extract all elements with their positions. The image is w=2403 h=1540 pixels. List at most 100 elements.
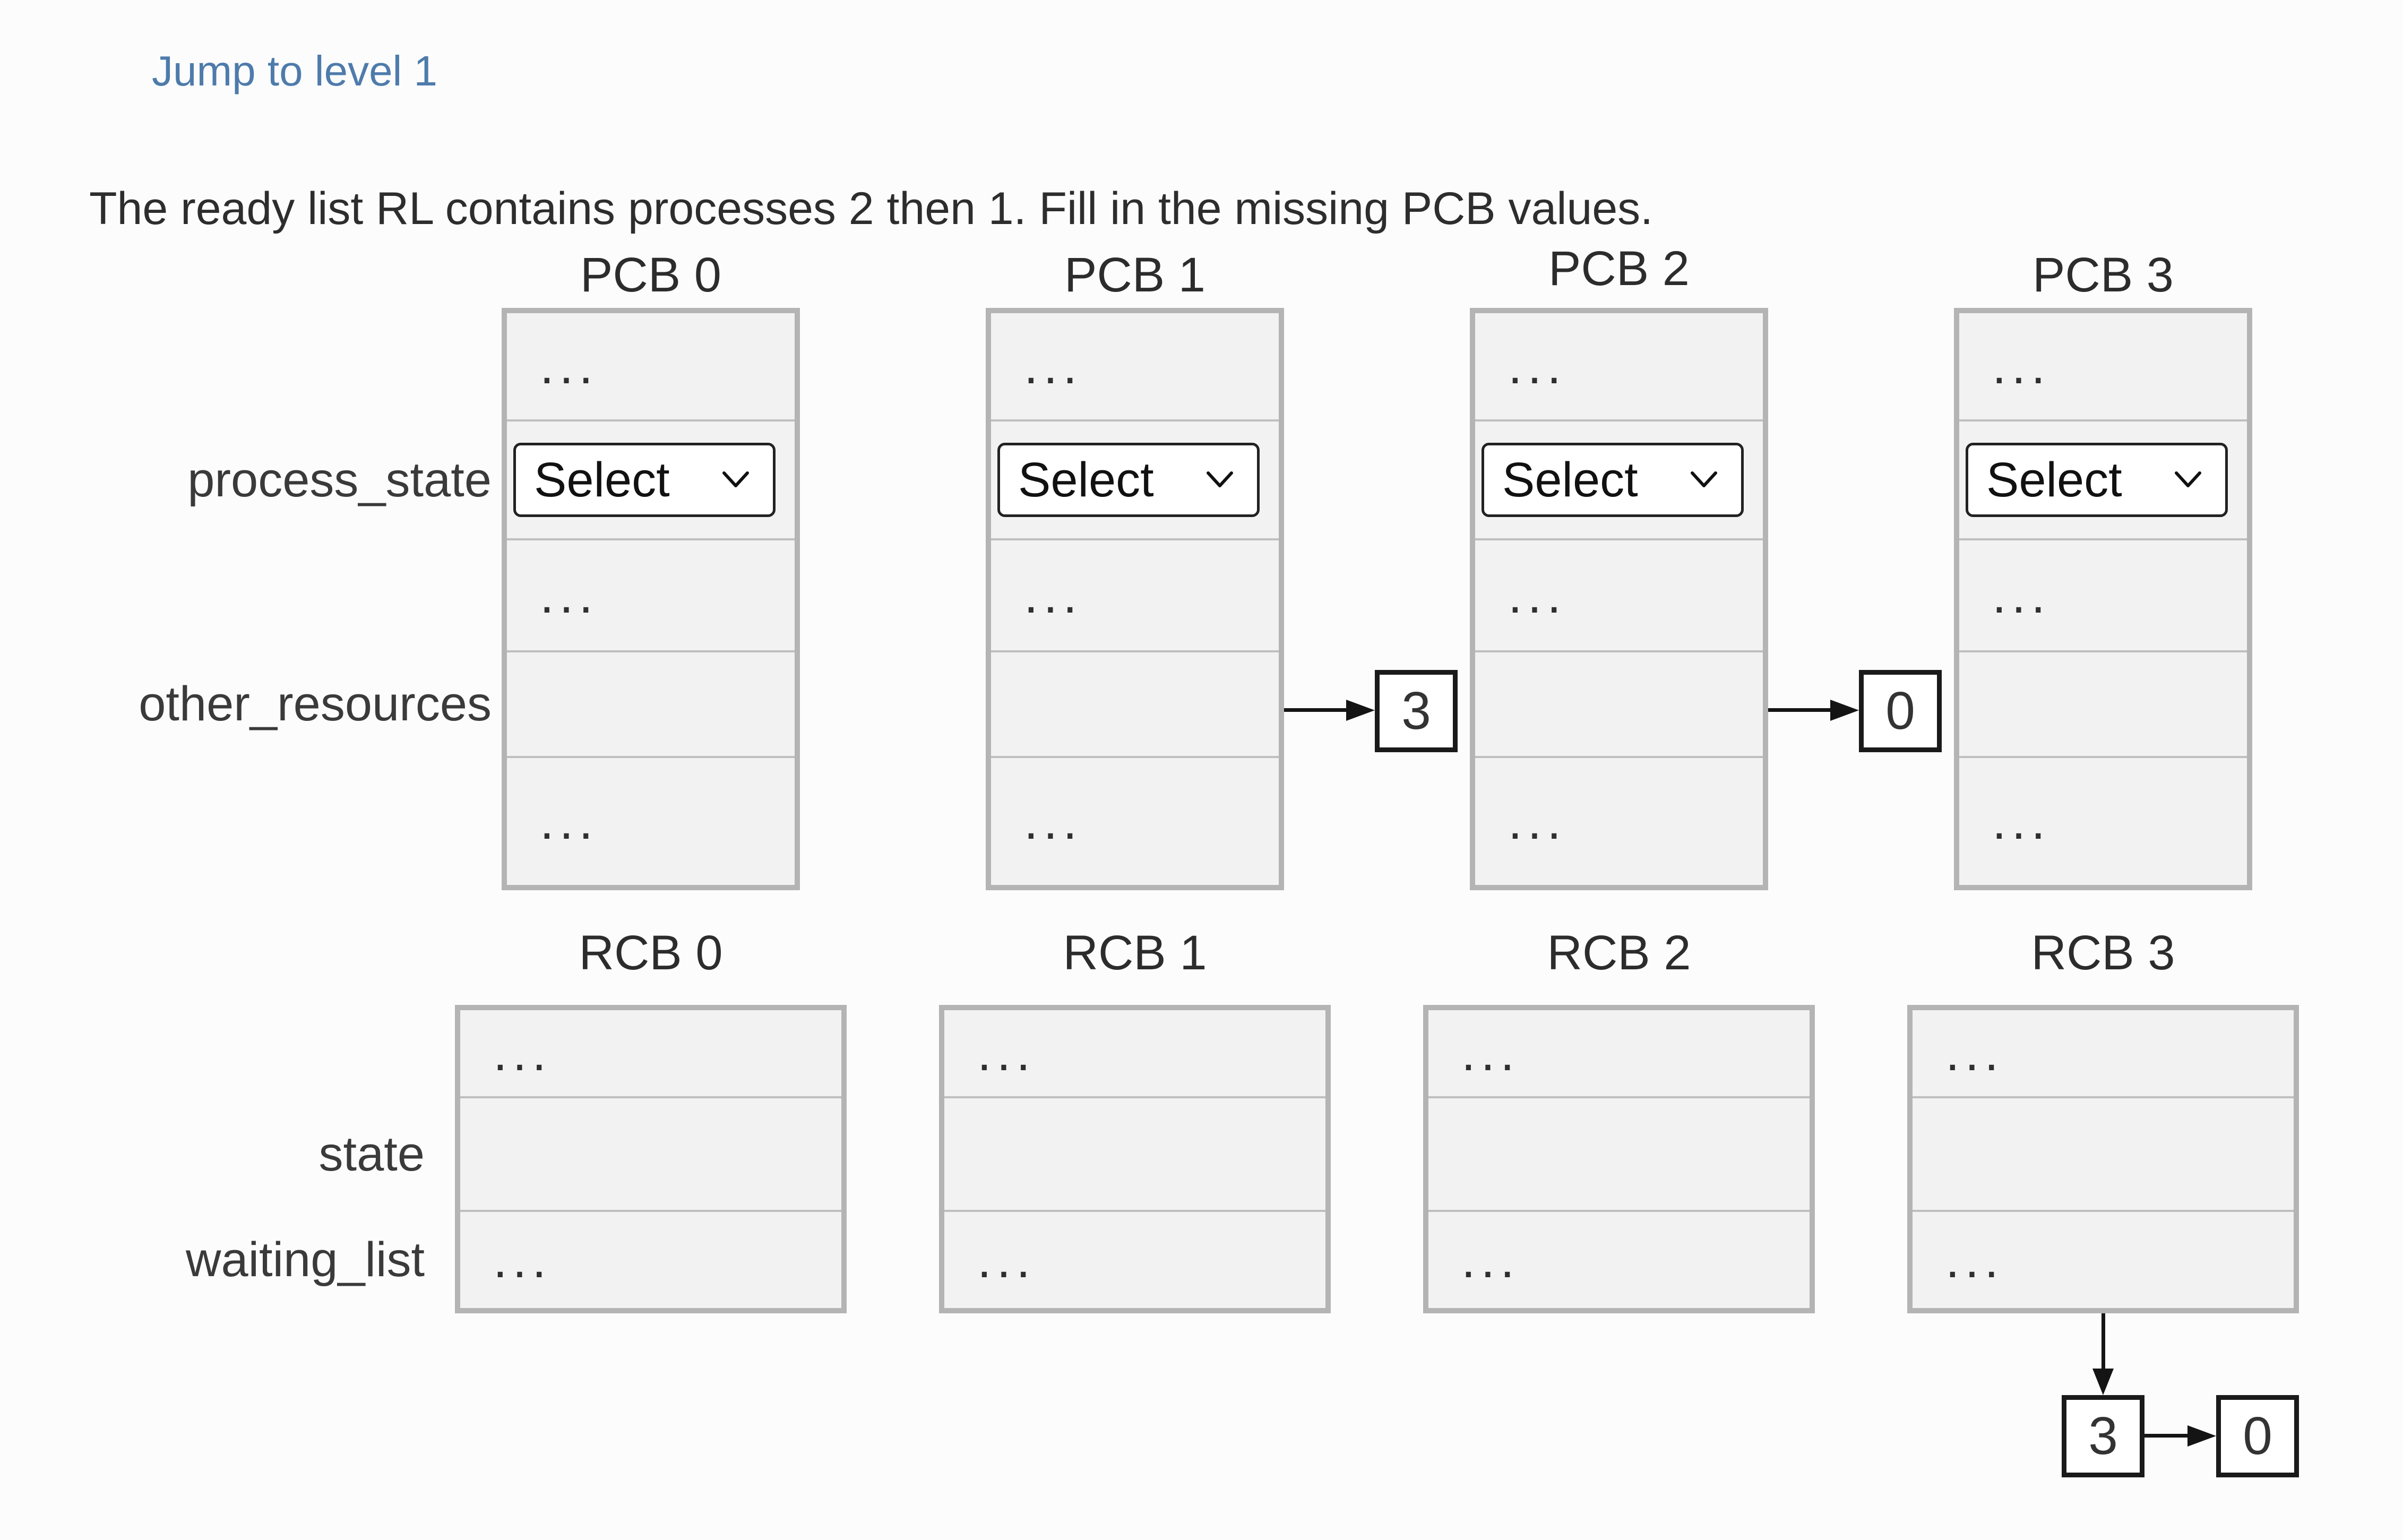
pcb-1-cell-top: ... (991, 313, 1279, 419)
ellipsis-text: ... (1024, 338, 1083, 394)
pcb-3-title: PCB 3 (2032, 248, 2174, 302)
pcb-1-other-resources-pointer-box: 3 (1375, 670, 1458, 752)
rcb-2-block: ... ... (1423, 1005, 1815, 1313)
pcb-3-cell-top: ... (1959, 313, 2247, 419)
rcb-3-waiting-list-pointer-box-1: 3 (2062, 1395, 2144, 1477)
pointer-value: 0 (2243, 1406, 2272, 1466)
arrow-line-pcb2-other-resources (1768, 708, 1834, 712)
prompt-text: The ready list RL contains processes 2 t… (89, 183, 1653, 234)
pcb-1-cell-bottom: ... (991, 756, 1279, 885)
arrow-head-rcb3-waiting-list (2092, 1369, 2114, 1395)
pcb-2-block: ... Select ... ... (1470, 308, 1768, 890)
pcb-3-process-state-select[interactable]: Select (1966, 443, 2228, 517)
rcb-3-cell-waiting-list: ... (1913, 1210, 2294, 1308)
rcb-0-cell-top: ... (460, 1010, 841, 1096)
ellipsis-text: ... (540, 566, 599, 624)
rcb-0-cell-state (460, 1096, 841, 1210)
pcb-1-block: ... Select ... ... (986, 308, 1284, 890)
rcb-0-cell-waiting-list: ... (460, 1210, 841, 1308)
rcb-3-cell-state (1913, 1096, 2294, 1210)
pcb-2-process-state-select[interactable]: Select (1482, 443, 1744, 517)
pcb-1-cell-process-state: Select (991, 419, 1279, 538)
select-value: Select (1018, 452, 1154, 507)
select-value: Select (1502, 452, 1638, 507)
ellipsis-text: ... (493, 1025, 552, 1081)
rcb-1-title: RCB 1 (1063, 926, 1207, 980)
ellipsis-text: ... (1461, 1025, 1520, 1081)
ellipsis-text: ... (1945, 1025, 2004, 1081)
pcb-3-cell-bottom: ... (1959, 756, 2247, 885)
pcb-1-process-state-select[interactable]: Select (997, 443, 1260, 517)
ellipsis-text: ... (1945, 1231, 2004, 1288)
arrow-line-pcb1-other-resources (1284, 708, 1350, 712)
ellipsis-text: ... (1024, 793, 1083, 850)
pcb-2-cell-top: ... (1475, 313, 1763, 419)
rcb-0-title: RCB 0 (579, 926, 723, 980)
pcb-2-cell-other-resources (1475, 650, 1763, 756)
select-value: Select (1986, 452, 2122, 507)
pcb-0-block: ... Select ... ... (502, 308, 800, 890)
rcb-row-label-waiting-list: waiting_list (186, 1233, 425, 1287)
pcb-1-cell-mid: ... (991, 538, 1279, 650)
pcb-1-title: PCB 1 (1064, 248, 1205, 302)
pointer-value: 0 (1885, 681, 1915, 741)
rcb-1-cell-waiting-list: ... (944, 1210, 1325, 1308)
pcb-0-cell-other-resources (507, 650, 795, 756)
ellipsis-text: ... (1508, 338, 1567, 394)
jump-to-level-link[interactable]: Jump to level 1 (152, 47, 438, 94)
rcb-0-block: ... ... (455, 1005, 847, 1313)
ellipsis-text: ... (493, 1231, 552, 1288)
pointer-value: 3 (1401, 681, 1431, 741)
rcb-1-block: ... ... (939, 1005, 1331, 1313)
pcb-2-cell-process-state: Select (1475, 419, 1763, 538)
arrow-line-waiting-list-chain (2144, 1434, 2190, 1438)
ellipsis-text: ... (1992, 566, 2051, 624)
ellipsis-text: ... (1024, 566, 1083, 624)
rcb-1-cell-top: ... (944, 1010, 1325, 1096)
ellipsis-text: ... (540, 338, 599, 394)
rcb-2-cell-top: ... (1428, 1010, 1810, 1096)
chevron-down-icon (2175, 471, 2201, 487)
pcb-2-title: PCB 2 (1548, 242, 1690, 296)
rcb-3-waiting-list-pointer-box-2: 0 (2216, 1395, 2299, 1477)
pcb-2-cell-mid: ... (1475, 538, 1763, 650)
pcb-0-cell-bottom: ... (507, 756, 795, 885)
arrow-head-pcb2-other-resources (1830, 700, 1859, 721)
rcb-2-cell-state (1428, 1096, 1810, 1210)
pcb-row-label-process-state: process_state (187, 453, 492, 507)
ellipsis-text: ... (1508, 793, 1567, 850)
pointer-value: 3 (2088, 1406, 2118, 1466)
arrow-head-pcb1-other-resources (1346, 700, 1375, 721)
chevron-down-icon (722, 471, 749, 487)
pcb-0-cell-top: ... (507, 313, 795, 419)
pcb-2-cell-bottom: ... (1475, 756, 1763, 885)
rcb-3-title: RCB 3 (2031, 926, 2175, 980)
ellipsis-text: ... (977, 1231, 1036, 1288)
pcb-1-cell-other-resources (991, 650, 1279, 756)
ellipsis-text: ... (1461, 1231, 1520, 1288)
arrow-line-rcb3-waiting-list (2101, 1313, 2105, 1370)
ellipsis-text: ... (1992, 793, 2051, 850)
rcb-2-cell-waiting-list: ... (1428, 1210, 1810, 1308)
pcb-3-cell-other-resources (1959, 650, 2247, 756)
arrow-head-waiting-list-chain (2187, 1425, 2216, 1447)
ellipsis-text: ... (540, 793, 599, 850)
ellipsis-text: ... (1508, 566, 1567, 624)
rcb-3-block: ... ... (1907, 1005, 2299, 1313)
pcb-3-cell-process-state: Select (1959, 419, 2247, 538)
ellipsis-text: ... (1992, 338, 2051, 394)
pcb-row-label-other-resources: other_resources (139, 677, 492, 731)
pcb-0-process-state-select[interactable]: Select (513, 443, 776, 517)
pcb-3-cell-mid: ... (1959, 538, 2247, 650)
pcb-0-title: PCB 0 (580, 248, 721, 302)
pcb-3-block: ... Select ... ... (1954, 308, 2252, 890)
pcb-0-cell-process-state: Select (507, 419, 795, 538)
rcb-2-title: RCB 2 (1547, 926, 1691, 980)
select-value: Select (534, 452, 670, 507)
chevron-down-icon (1691, 471, 1717, 487)
rcb-3-cell-top: ... (1913, 1010, 2294, 1096)
rcb-row-label-state: state (318, 1127, 425, 1181)
ellipsis-text: ... (977, 1025, 1036, 1081)
rcb-1-cell-state (944, 1096, 1325, 1210)
